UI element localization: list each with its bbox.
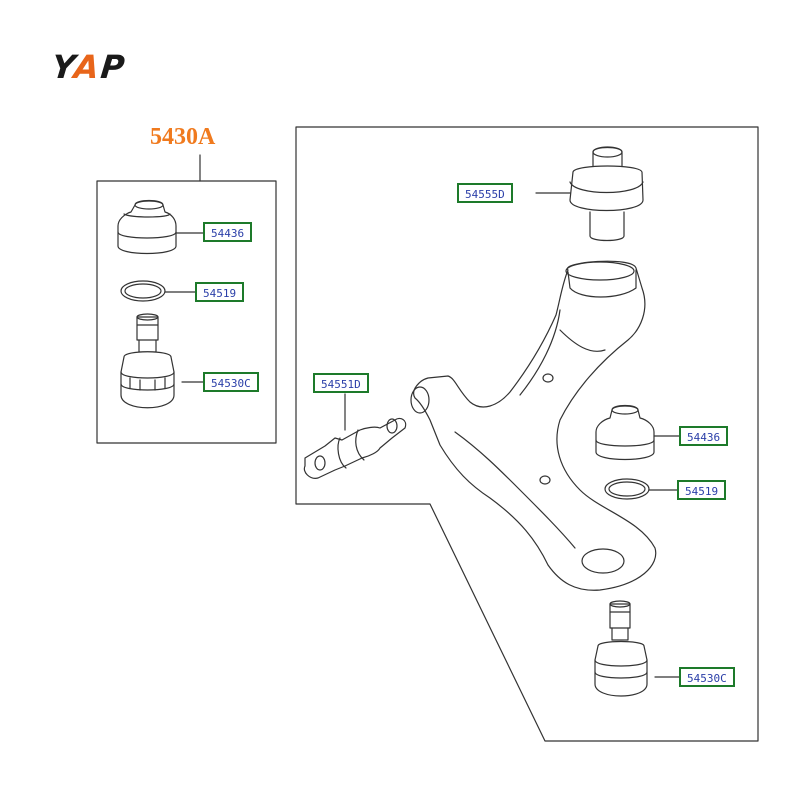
snap-ring-part (120, 280, 166, 302)
logo-text: YAP (50, 48, 129, 86)
kit-box-frame (96, 180, 277, 444)
callout-54555d: 54555D (457, 183, 513, 203)
kit-callout-54436: 54436 (203, 222, 253, 242)
ball-joint-part (120, 313, 175, 409)
main-snap-ring-part (604, 478, 650, 500)
lower-control-arm (410, 260, 657, 591)
main-ball-joint-part (594, 600, 648, 697)
callout-54519: 54519 (677, 480, 727, 500)
callout-54436: 54436 (679, 426, 729, 446)
callout-54551d: 54551D (313, 373, 369, 393)
callout-54530c: 54530C (679, 667, 735, 687)
front-bushing-part (303, 417, 407, 479)
kit-callout-54530c: 54530C (203, 372, 259, 392)
rear-bushing-part (569, 146, 644, 242)
main-box-frame (295, 126, 759, 742)
kit-callout-54519: 54519 (195, 282, 245, 302)
assembly-number: 5430A (150, 124, 216, 150)
dust-boot-part (117, 199, 177, 255)
main-dust-boot-part (595, 404, 655, 461)
yap-logo: YAP (50, 48, 128, 86)
